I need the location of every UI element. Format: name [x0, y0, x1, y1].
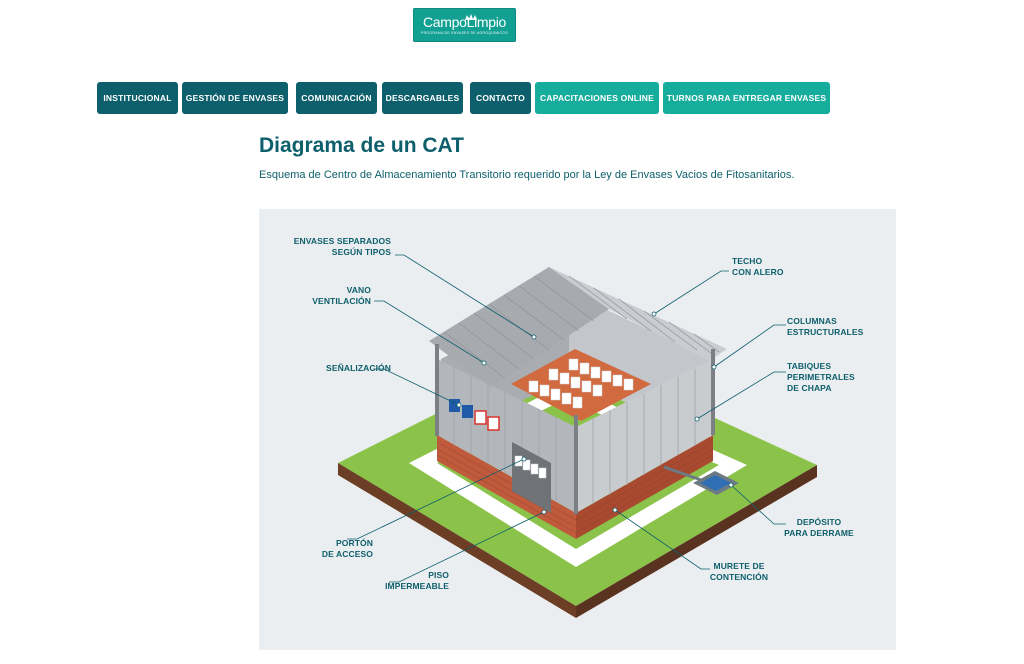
nav-turnos-entregar-envases[interactable]: TURNOS PARA ENTREGAR ENVASES: [663, 82, 830, 114]
label-deposito-derrame: DEPÓSITO PARA DERRAME: [784, 517, 854, 538]
nav-contacto[interactable]: CONTACTO: [470, 82, 531, 114]
label-senalizacion: SEÑALIZACIÓN: [326, 363, 391, 373]
cat-diagram: ENVASES SEPARADOS SEGÚN TIPOS VANO VENTI…: [259, 209, 896, 650]
campolimpio-logo[interactable]: CampoLimpio Programa de envases de agroq…: [413, 8, 516, 42]
nav-gestion-envases[interactable]: GESTIÓN DE ENVASES: [182, 82, 288, 114]
cat-building-illustration: [338, 254, 817, 618]
label-piso-impermeable: PISO IMPERMEABLE: [385, 570, 449, 591]
page-subtitle: Esquema de Centro de Almacenamiento Tran…: [259, 169, 795, 181]
logo-tagline: Programa de envases de agroquímicos: [420, 30, 508, 35]
label-porton-acceso: PORTÓN DE ACCESO: [321, 538, 373, 559]
nav-institucional[interactable]: INSTITUCIONAL: [97, 82, 178, 114]
sun-rays-icon: [465, 14, 477, 20]
nav-comunicacion[interactable]: COMUNICACIÓN: [296, 82, 377, 114]
nav-capacitaciones-online[interactable]: CAPACITACIONES ONLINE: [535, 82, 659, 114]
label-murete-contencion: MURETE DE CONTENCIÓN: [709, 561, 769, 582]
label-tabiques-perimetrales: TABIQUES PERIMETRALES DE CHAPA: [787, 361, 855, 393]
label-columnas-estructurales: COLUMNAS ESTRUCTURALES: [787, 316, 864, 337]
page-title: Diagrama de un CAT: [259, 134, 464, 157]
label-vano-ventilacion: VANO VENTILACIÓN: [312, 285, 371, 306]
label-envases-separados: ENVASES SEPARADOS SEGÚN TIPOS: [293, 236, 391, 257]
safety-signs-icon: [449, 399, 500, 431]
nav-descargables[interactable]: DESCARGABLES: [382, 82, 463, 114]
label-techo-alero: TECHO CON ALERO: [732, 256, 784, 277]
logo-wordmark: CampoLimpio: [422, 13, 507, 30]
